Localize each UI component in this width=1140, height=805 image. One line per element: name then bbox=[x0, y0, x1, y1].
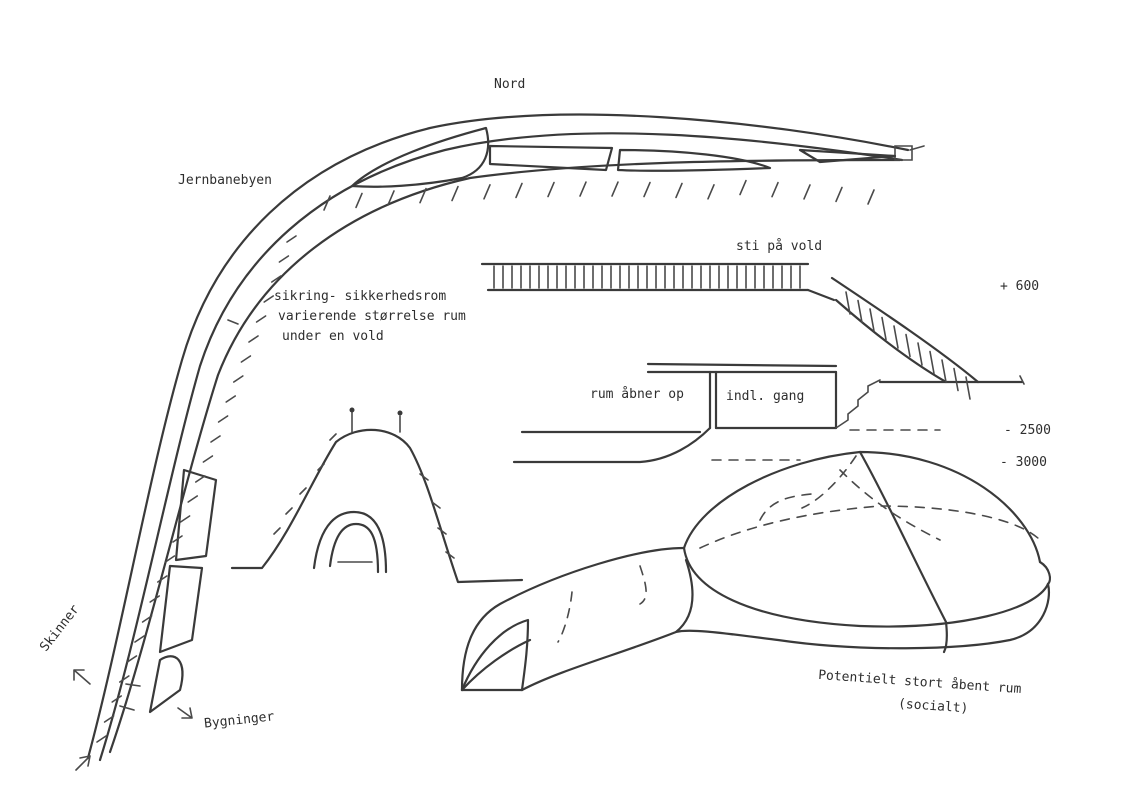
slope-hatch-mark bbox=[857, 299, 863, 324]
hatch-mark bbox=[286, 235, 297, 243]
arrows bbox=[73, 669, 193, 771]
buildings-arrow-icon bbox=[177, 707, 193, 719]
slope-hatch-mark bbox=[893, 325, 899, 349]
hatch-mark bbox=[134, 635, 145, 643]
hatch-mark bbox=[278, 255, 290, 263]
slope-hatch-mark bbox=[869, 308, 875, 332]
section-path-on-embankment bbox=[480, 262, 1025, 400]
hatch-mark bbox=[419, 187, 427, 204]
hatch-mark bbox=[240, 355, 252, 363]
entry-arrow-icon bbox=[75, 755, 91, 771]
hatch-mark bbox=[611, 181, 619, 197]
label-north: Nord bbox=[494, 77, 526, 92]
section-underground-room bbox=[512, 362, 941, 464]
hatch-mark bbox=[515, 182, 523, 199]
hatch-mark bbox=[225, 395, 236, 403]
label-shelter-line3: under en vold bbox=[282, 329, 384, 344]
label-shelter-line2: varierende størrelse rum bbox=[278, 309, 466, 324]
hatch-mark bbox=[233, 375, 244, 383]
hatch-mark bbox=[547, 181, 555, 198]
slope-hatch-mark bbox=[881, 316, 887, 341]
hatch-mark bbox=[111, 695, 122, 703]
hatch-mark bbox=[355, 192, 363, 209]
slope-hatch-mark bbox=[929, 350, 935, 375]
embankment-hatching bbox=[96, 179, 875, 743]
hatch-mark bbox=[217, 415, 229, 423]
hatch-mark bbox=[126, 655, 138, 663]
hatch-mark bbox=[202, 455, 214, 463]
slope-hatch-mark bbox=[845, 291, 851, 315]
hatch-mark bbox=[579, 181, 587, 197]
hatch-mark bbox=[248, 335, 259, 343]
section-hatch bbox=[493, 265, 801, 289]
hatch-mark bbox=[323, 195, 331, 211]
hatch-mark bbox=[141, 615, 153, 623]
hatch-mark bbox=[210, 435, 221, 443]
slope-hatch-mark bbox=[917, 342, 923, 366]
rails-arrow-icon bbox=[73, 669, 91, 685]
label-railway-town: Jernbanebyen bbox=[178, 173, 272, 188]
label-inner-corridor: indl. gang bbox=[726, 389, 805, 404]
slope-hatch-mark bbox=[953, 367, 959, 392]
embankment-plan bbox=[86, 113, 925, 762]
slope-hatch-mark bbox=[905, 333, 911, 358]
hatch-mark bbox=[96, 735, 107, 743]
slope-hatch bbox=[845, 291, 971, 400]
hatch-mark bbox=[172, 535, 183, 543]
label-room-opens-up: rum åbner op bbox=[590, 387, 684, 402]
hatch-mark bbox=[707, 184, 715, 200]
hatch-mark bbox=[835, 186, 843, 203]
label-path-on-embankment: sti på vold bbox=[736, 239, 823, 254]
label-level-minus-3000: - 3000 bbox=[1000, 455, 1047, 470]
hatch-mark bbox=[179, 515, 191, 523]
hatch-mark bbox=[483, 184, 491, 200]
hatch-mark bbox=[187, 495, 198, 503]
label-level-minus-2500: - 2500 bbox=[1004, 423, 1051, 438]
hatch-mark bbox=[255, 315, 267, 323]
hatch-mark bbox=[771, 181, 779, 198]
hatch-mark bbox=[803, 184, 811, 200]
slope-hatch-mark bbox=[965, 376, 971, 400]
mound-entrance-sketch bbox=[230, 407, 524, 584]
hatch-mark bbox=[164, 555, 176, 563]
hatch-mark bbox=[263, 295, 275, 303]
label-level-plus-600: + 600 bbox=[1000, 279, 1040, 294]
hatch-mark bbox=[451, 185, 459, 202]
hatch-mark bbox=[157, 575, 168, 583]
hatch-mark bbox=[270, 275, 282, 283]
hatch-mark bbox=[643, 181, 651, 198]
hatch-mark bbox=[867, 189, 875, 205]
hatch-mark bbox=[387, 190, 395, 206]
slope-hatch-mark bbox=[941, 359, 947, 383]
hatch-mark bbox=[119, 675, 130, 683]
hatch-mark bbox=[675, 182, 683, 199]
hatch-mark bbox=[195, 475, 206, 483]
label-shelter-line1: sikring- sikkerhedsrom bbox=[274, 289, 447, 304]
hatch-mark bbox=[739, 179, 747, 196]
hatch-mark bbox=[149, 595, 160, 603]
hatch-mark bbox=[103, 715, 115, 723]
dome-open-room-sketch bbox=[460, 450, 1051, 692]
